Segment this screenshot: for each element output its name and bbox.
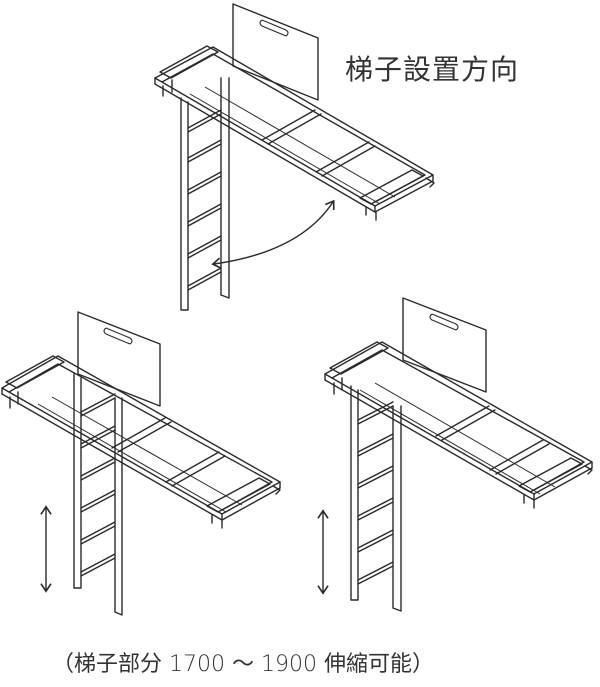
right-ladder bbox=[350, 385, 402, 612]
left-ladder bbox=[73, 373, 123, 616]
extension-caption: （梯子部分 1700 ～ 1900 伸縮可能） bbox=[52, 652, 434, 677]
top-assembly bbox=[154, 3, 435, 311]
right-assembly bbox=[317, 297, 593, 612]
right-deck-frame bbox=[324, 341, 593, 509]
left-signboard bbox=[77, 311, 161, 407]
rotation-arrow bbox=[211, 199, 335, 269]
top-signboard bbox=[232, 3, 319, 101]
left-deck-frame bbox=[1, 355, 281, 529]
direction-title: 梯子設置方向 bbox=[345, 53, 520, 86]
right-signboard bbox=[402, 297, 487, 393]
left-assembly bbox=[1, 311, 281, 616]
